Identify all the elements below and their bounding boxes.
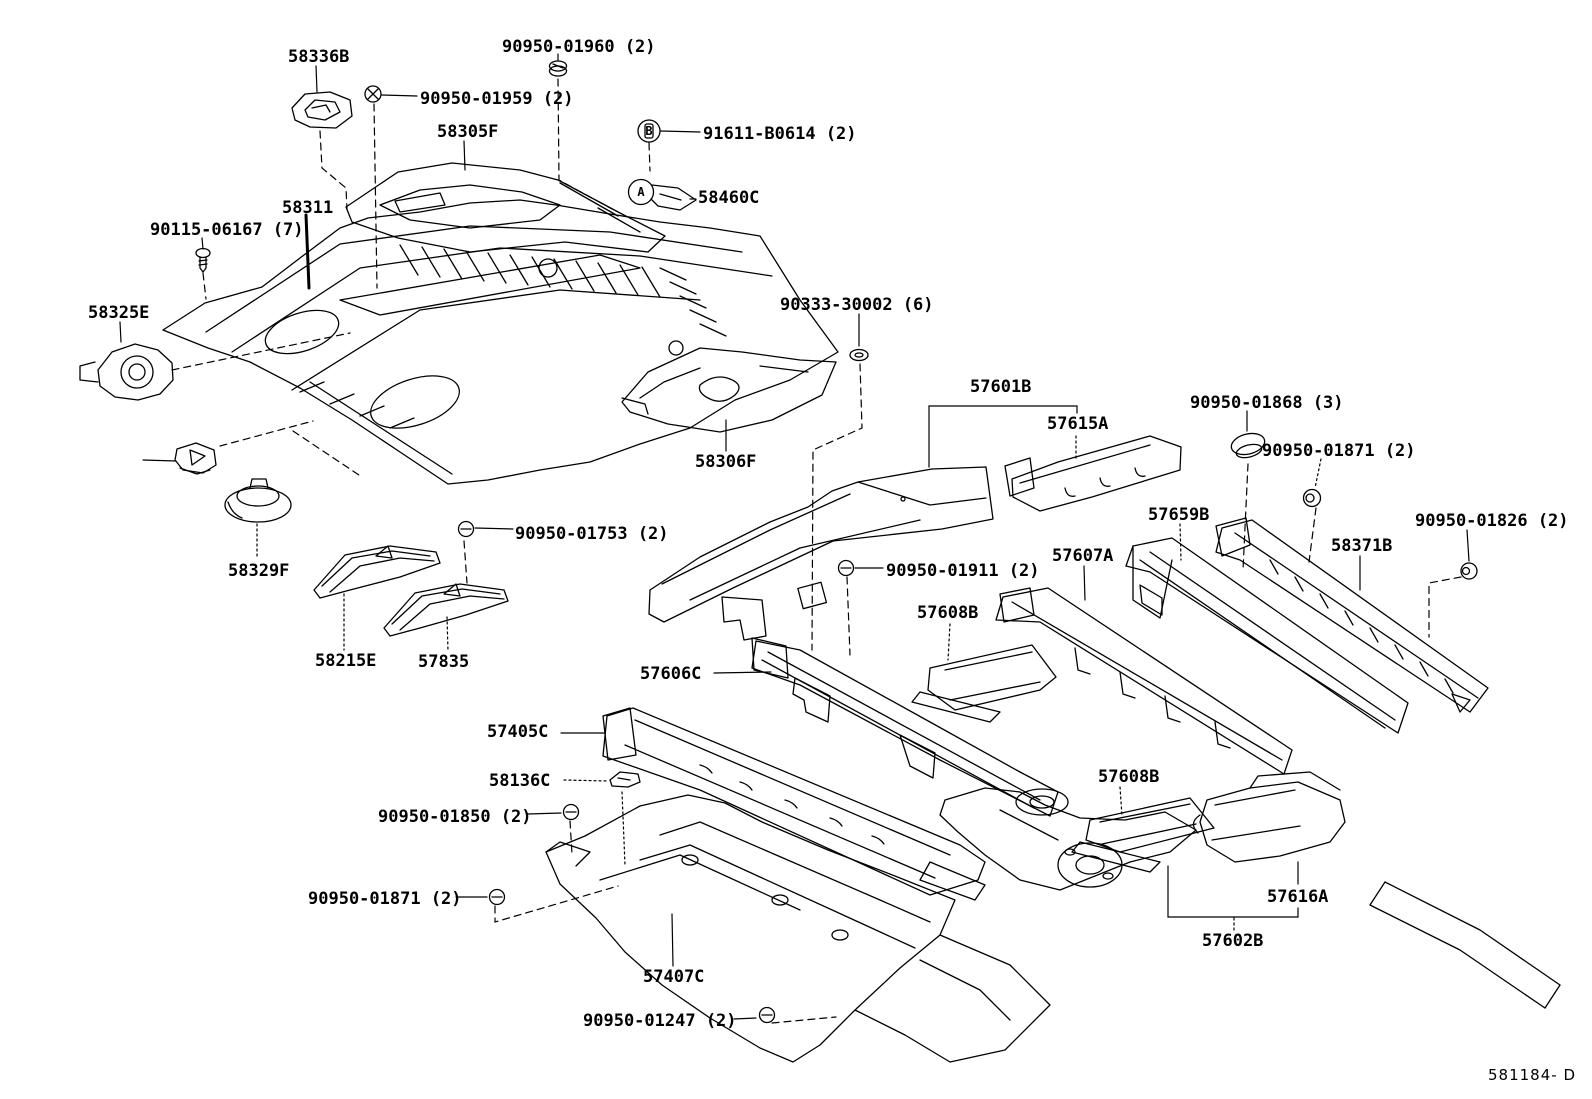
part-label-57601b[interactable]: 57601B	[970, 377, 1031, 397]
part-label-90950-01960[interactable]: 90950-01960 (2)	[502, 37, 656, 57]
washer-90950-01911-icon	[837, 559, 855, 577]
diagram-line-art	[79, 60, 1561, 1063]
part-label-90115-06167[interactable]: 90115-06167 (7)	[150, 220, 304, 240]
screw-90950-01959-icon	[364, 85, 382, 103]
part-58329f-grommet	[224, 478, 292, 523]
circled-a-letter: A	[637, 185, 645, 199]
part-label-91611-b0614[interactable]: 91611-B0614 (2)	[703, 124, 857, 144]
part-label-90950-01868[interactable]: 90950-01868 (3)	[1190, 393, 1344, 413]
part-58325e-grommet	[79, 343, 174, 401]
part-57608b-bracket-lower	[1071, 797, 1215, 873]
screw-90115-06167-icon	[195, 247, 211, 273]
washer-90950-01247-icon	[758, 1006, 776, 1024]
part-label-57407c[interactable]: 57407C	[643, 967, 704, 987]
drawing-code: 581184- D	[1488, 1066, 1576, 1084]
part-58306f-panel	[621, 347, 837, 433]
part-label-57616a[interactable]: 57616A	[1267, 887, 1328, 907]
circled-b-letter: B	[645, 124, 652, 138]
part-label-58306f[interactable]: 58306F	[695, 452, 756, 472]
part-label-90950-01959[interactable]: 90950-01959 (2)	[420, 89, 574, 109]
labels-layer: 58336B 90950-01960 (2) 90950-01959 (2) 5…	[88, 37, 1576, 1084]
part-label-58215e[interactable]: 58215E	[315, 651, 376, 671]
leader-lines	[119, 53, 1470, 1024]
part-label-57602b[interactable]: 57602B	[1202, 931, 1263, 951]
part-label-90950-01826[interactable]: 90950-01826 (2)	[1415, 511, 1569, 531]
part-58215e-member	[313, 545, 441, 599]
part-label-90950-01911[interactable]: 90950-01911 (2)	[886, 561, 1040, 581]
washer-90950-01753-icon	[457, 520, 475, 538]
part-label-58329f[interactable]: 58329F	[228, 561, 289, 581]
part-57407c-floor-pan	[545, 794, 1051, 1063]
clip-90950-01826-icon	[1460, 562, 1478, 580]
part-57405c-crossmember	[602, 707, 986, 901]
part-58460c-hook	[627, 178, 697, 211]
part-rear-member-fragment	[1369, 881, 1561, 1009]
part-label-57659b[interactable]: 57659B	[1148, 505, 1209, 525]
clip-90333-30002-icon	[849, 348, 869, 362]
grommet-90950-01871-a-icon	[1302, 488, 1322, 508]
part-label-58305f[interactable]: 58305F	[437, 122, 498, 142]
part-57465f-bracket	[174, 442, 217, 475]
part-label-57835[interactable]: 57835	[418, 652, 469, 672]
part-57835-member	[383, 583, 509, 637]
washer-90950-01871-b-icon	[488, 888, 506, 906]
part-58311-floor-pan	[162, 199, 839, 485]
part-label-57615a[interactable]: 57615A	[1047, 414, 1108, 434]
part-label-90950-01247[interactable]: 90950-01247 (2)	[583, 1011, 737, 1031]
part-label-58336b[interactable]: 58336B	[288, 47, 349, 67]
part-label-90950-01871-b[interactable]: 90950-01871 (2)	[308, 889, 462, 909]
part-label-58460c[interactable]: 58460C	[698, 188, 759, 208]
part-label-90950-01871-a[interactable]: 90950-01871 (2)	[1262, 441, 1416, 461]
part-label-57606c[interactable]: 57606C	[640, 664, 701, 684]
part-label-90333-30002[interactable]: 90333-30002 (6)	[780, 295, 934, 315]
part-57607a-member	[995, 587, 1293, 775]
part-label-58311[interactable]: 58311	[282, 198, 333, 218]
part-57608b-bracket-upper	[911, 644, 1057, 723]
part-label-57608b-upper[interactable]: 57608B	[917, 603, 978, 623]
part-58336b-pad	[291, 91, 353, 129]
part-label-90950-01850[interactable]: 90950-01850 (2)	[378, 807, 532, 827]
part-57601b-crossmember	[648, 466, 994, 641]
part-label-57607a[interactable]: 57607A	[1052, 546, 1113, 566]
part-label-58371b[interactable]: 58371B	[1331, 536, 1392, 556]
part-57659b-member	[1125, 537, 1409, 734]
part-label-58136c[interactable]: 58136C	[489, 771, 550, 791]
nut-90950-01960-icon	[548, 60, 568, 77]
clip-58136c-icon	[609, 771, 641, 788]
part-label-57608b-lower[interactable]: 57608B	[1098, 767, 1159, 787]
plug-90950-01868-icon	[1230, 432, 1266, 459]
circled-b-marker	[637, 119, 661, 143]
part-58305f-bracket	[345, 162, 666, 253]
part-57602b-member	[939, 787, 1197, 891]
part-58371b-reinforcement	[1215, 517, 1489, 713]
part-57606c-crossmember	[751, 637, 1069, 817]
part-label-57405c[interactable]: 57405C	[487, 722, 548, 742]
part-57616a-member	[1192, 771, 1346, 863]
part-57615a-member	[1004, 435, 1182, 512]
part-label-90950-01753[interactable]: 90950-01753 (2)	[515, 524, 669, 544]
washer-90950-01850-icon	[562, 803, 580, 821]
part-label-58325e[interactable]: 58325E	[88, 303, 149, 323]
